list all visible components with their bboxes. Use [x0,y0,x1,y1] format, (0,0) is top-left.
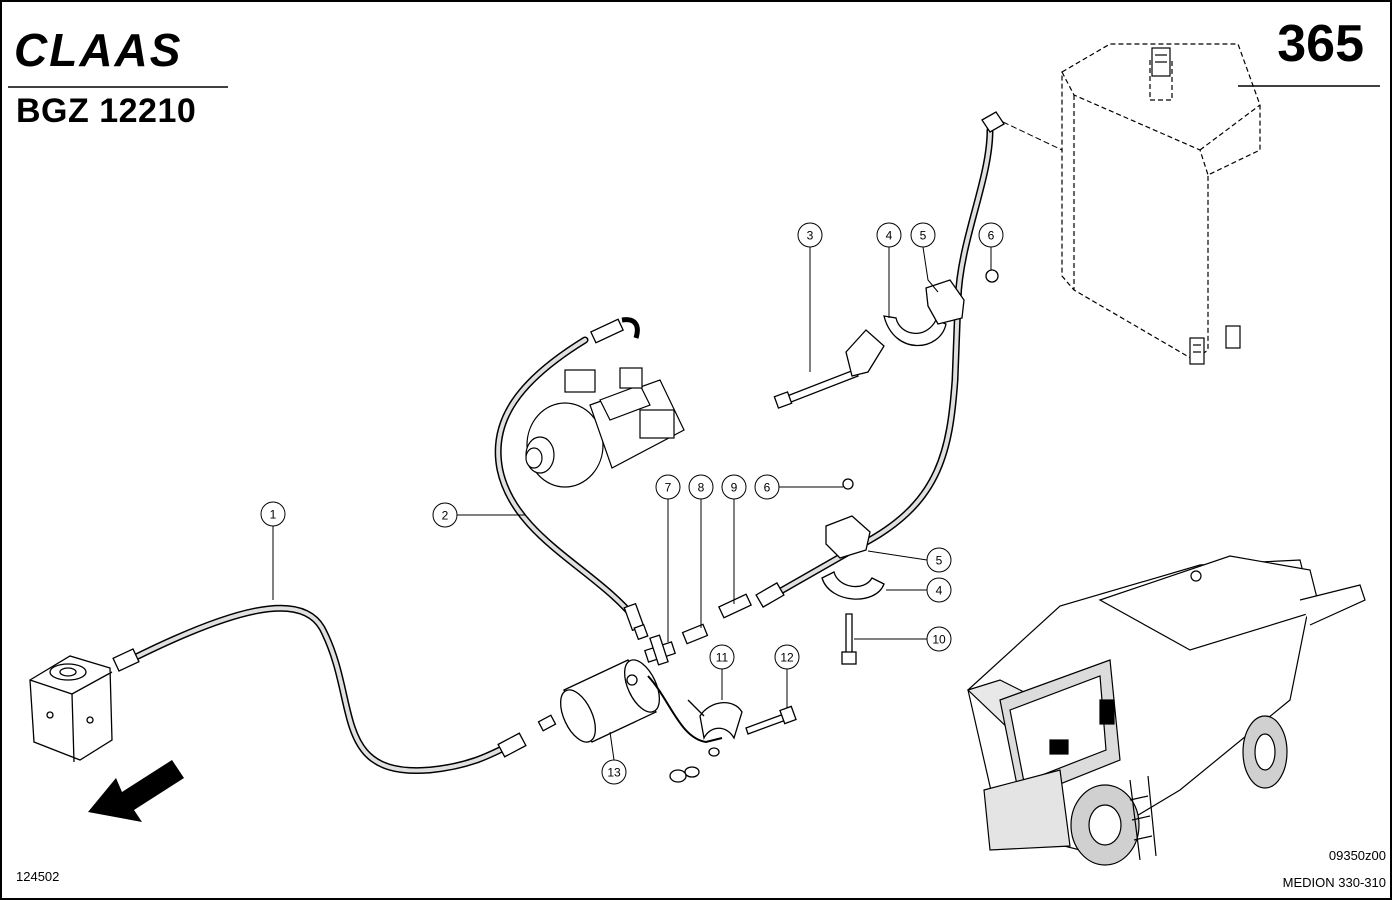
leader-lines [272,246,992,761]
callout-4-top: 4 [876,222,902,248]
svg-text:13: 13 [607,766,621,780]
tank-link-line [1002,121,1063,151]
callout-5-mid: 5 [926,547,952,573]
svg-text:2: 2 [442,509,449,523]
footer-reference-left: 124502 [16,869,60,884]
page-number: 365 [1277,15,1364,73]
adapter-9 [718,593,752,619]
svg-text:4: 4 [886,229,893,243]
svg-text:5: 5 [936,554,943,568]
adapter-8 [681,623,709,645]
callout-13: 13 [601,759,627,785]
callout-8: 8 [688,474,714,500]
claas-logo-lettering: CLAAS [14,24,182,76]
svg-text:4: 4 [936,584,943,598]
callout-4-mid: 4 [926,577,952,603]
callout-1: 1 [260,501,286,527]
claas-logo: CLAAS [8,24,228,88]
tank-fittings [1151,47,1241,365]
svg-text:6: 6 [988,229,995,243]
washers [669,747,720,783]
callout-2: 2 [432,502,458,528]
footer-model: MEDION 330-310 [1282,875,1386,890]
upper-clamp-group [773,269,999,409]
svg-text:3: 3 [807,229,814,243]
svg-text:9: 9 [731,481,738,495]
hydraulic-tank [1061,43,1261,361]
callout-balloons: 1 2 3 4 5 6 7 8 9 6 5 4 10 11 12 13 [260,222,1004,785]
hoses [126,126,994,775]
filter [560,659,660,743]
callout-12: 12 [774,644,800,670]
hydraulic-pump [525,367,685,488]
callout-11: 11 [709,644,735,670]
callout-9: 9 [721,474,747,500]
svg-text:10: 10 [932,633,946,647]
document-code: BGZ 12210 [16,92,197,130]
footer-reference-right: 09350z00 [1328,848,1386,863]
callout-10: 10 [926,626,952,652]
callout-7: 7 [655,474,681,500]
svg-text:6: 6 [764,481,771,495]
combine-harvester-illustration [966,555,1366,866]
bolt-12 [745,705,797,735]
callout-6-top: 6 [978,222,1004,248]
direction-arrow-icon [88,760,184,822]
tee-fitting [644,634,676,666]
steering-unit [29,655,113,763]
hose-fittings [112,111,1005,758]
bracket-11 [687,699,743,741]
svg-text:11: 11 [716,651,729,665]
filter-outlet-line [647,675,723,744]
lower-clamp-group [821,478,885,665]
svg-text:5: 5 [920,229,927,243]
callout-5-top: 5 [910,222,936,248]
callout-6-mid: 6 [754,474,780,500]
svg-text:8: 8 [698,481,705,495]
svg-text:7: 7 [665,481,672,495]
svg-text:1: 1 [270,508,277,522]
callout-3: 3 [797,222,823,248]
svg-text:12: 12 [780,651,794,665]
